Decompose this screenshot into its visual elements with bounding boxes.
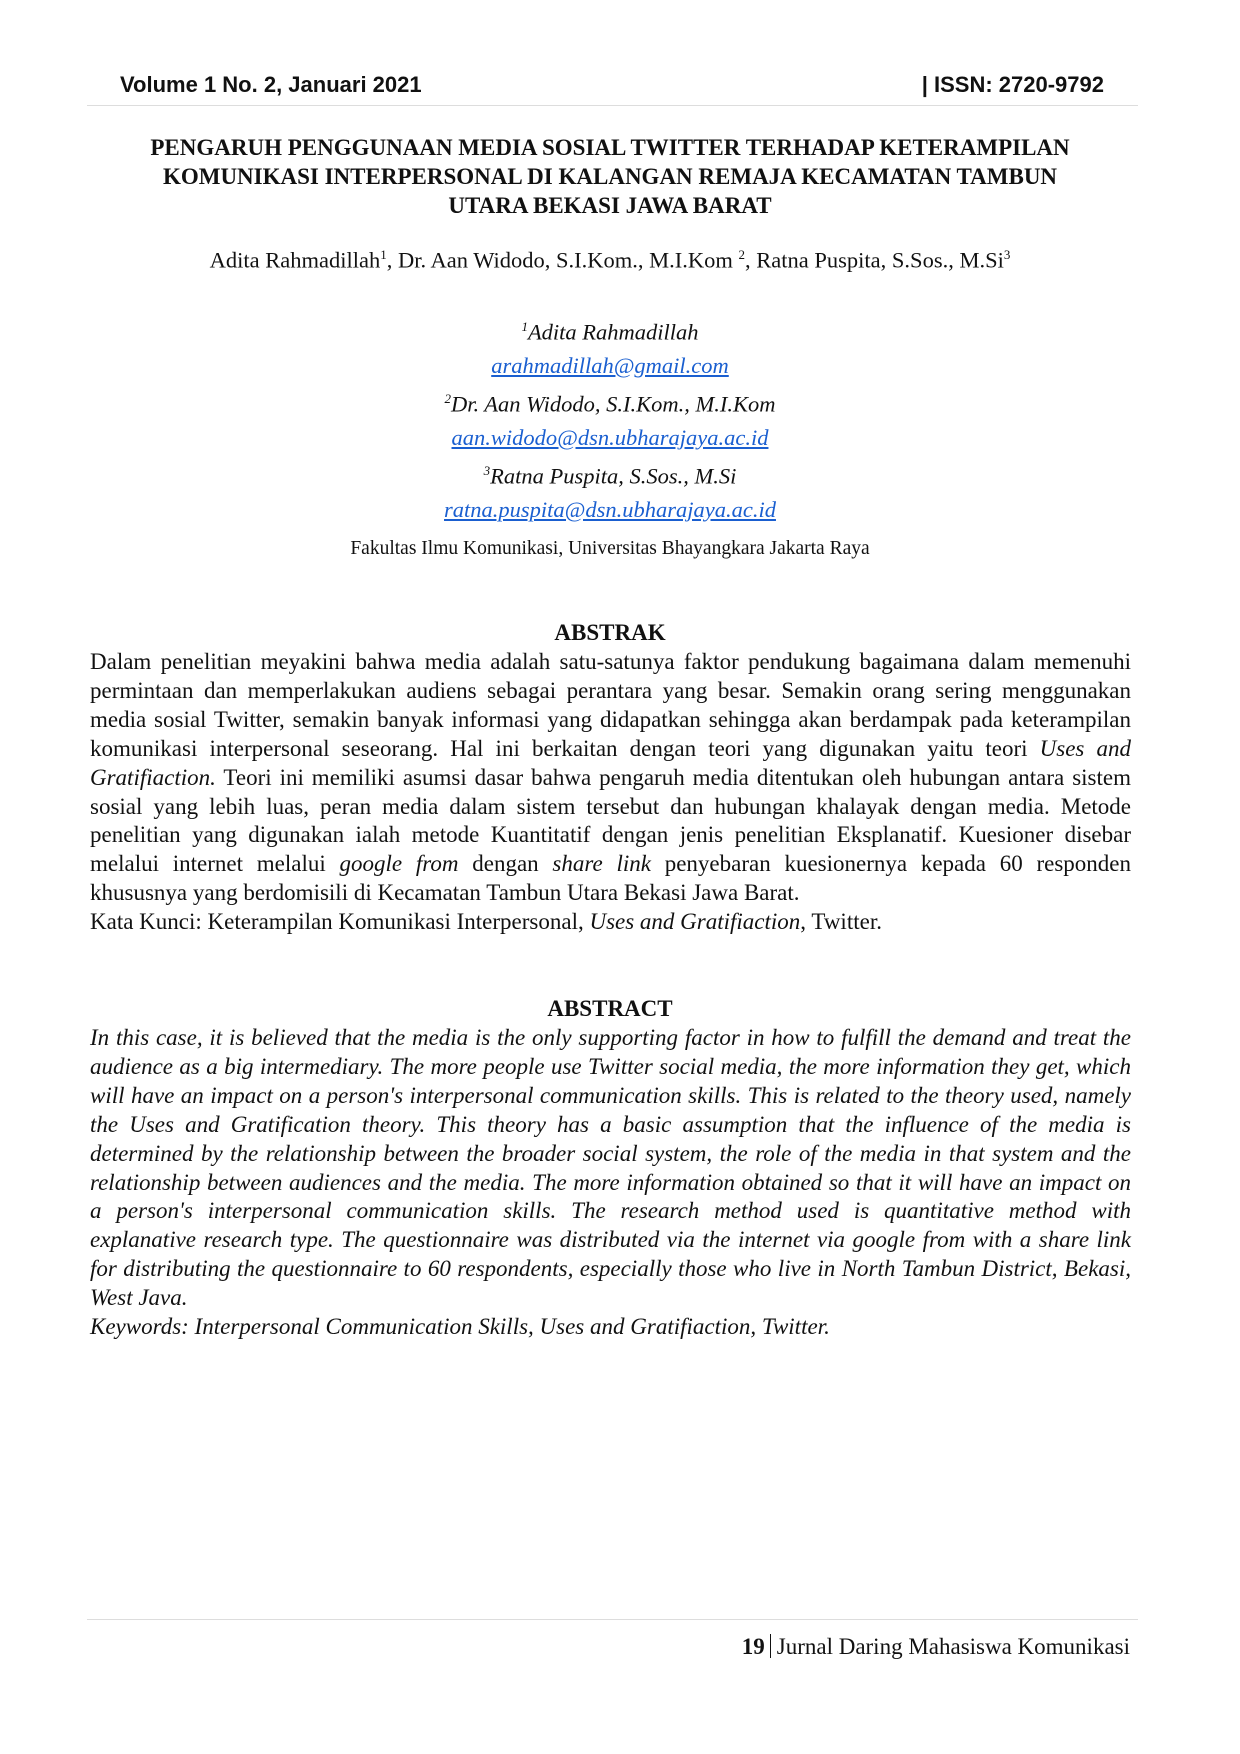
author-name: Dr. Aan Widodo, S.I.Kom., M.I.Kom [397,247,739,273]
author-name: Adita Rahmadillah [209,247,381,273]
divider [769,1634,771,1658]
sep: , [386,247,398,273]
title-line: PENGARUH PENGGUNAAN MEDIA SOSIAL TWITTER… [150,135,1070,160]
text: penyebaran kuesionernya kepada 60 respon… [90,851,1132,906]
affiliation: Fakultas Ilmu Komunikasi, Universitas Bh… [350,538,870,559]
text: , Twitter. [800,909,882,935]
text: Uses and Gratifiaction. [90,735,1131,790]
abstract-heading: ABSTRACT [547,996,673,1021]
author-list: Adita Rahmadillah1, Dr. Aan Widodo, S.I.… [90,247,1130,274]
author-sup: 1 [380,247,387,262]
title-line: KOMUNIKASI INTERPERSONAL DI KALANGAN REM… [162,164,1058,189]
footer-divider [87,1619,1138,1620]
contact-sup: 2 [444,390,451,406]
abstract-body: In this case, it is believed that the me… [90,1024,1131,1342]
page-number: 19 [741,1634,765,1659]
text: share link [552,851,651,877]
page-footer: 19 Jurnal Daring Mahasiswa Komunikasi [742,1634,1130,1660]
contact-name: 3Ratna Puspita, S.Sos., M.Si [90,454,1130,493]
text: dengan [458,851,553,877]
contact-sup: 3 [483,462,491,478]
contact-name: 2Dr. Aan Widodo, S.I.Kom., M.I.Kom [90,382,1130,421]
title-line: UTARA BEKASI JAWA BARAT [448,193,772,218]
email-link[interactable]: aan.widodo@dsn.ubharajaya.ac.id [451,424,769,450]
contact-sup: 1 [521,319,528,334]
contact-name-text: Adita Rahmadillah [527,319,699,345]
journal-name: Jurnal Daring Mahasiswa Komunikasi [776,1634,1130,1659]
abstrak-body: Dalam penelitian meyakini bahwa media ad… [90,648,1131,937]
author-sup: 3 [1003,247,1011,262]
email-link[interactable]: ratna.puspita@dsn.ubharajaya.ac.id [444,496,776,522]
sep: , [745,247,757,273]
author-contacts: 1Adita Rahmadillah arahmadillah@gmail.co… [90,310,1130,526]
text: Kata Kunci: Keterampilan Komunikasi Inte… [90,909,590,935]
journal-volume: Volume 1 No. 2, Januari 2021 [120,72,422,97]
contact-name-text: Dr. Aan Widodo, S.I.Kom., M.I.Kom [450,391,776,417]
author-name: Ratna Puspita, S.Sos., M.Si [756,247,1004,273]
paper-title: PENGARUH PENGGUNAAN MEDIA SOSIAL TWITTER… [90,133,1130,220]
contact-name: 1Adita Rahmadillah [90,310,1130,349]
contact-name-text: Ratna Puspita, S.Sos., M.Si [490,463,737,489]
journal-issn: | ISSN: 2720-9792 [921,72,1104,97]
text: Dalam penelitian meyakini bahwa media ad… [90,649,1131,761]
header-divider [87,105,1138,106]
kata-kunci: Kata Kunci: Keterampilan Komunikasi Inte… [90,908,1131,937]
text: google from [339,851,459,877]
abstract-text: In this case, it is believed that the me… [90,1025,1131,1311]
text: Uses and Gratifiaction [589,909,801,935]
abstrak-heading: ABSTRAK [554,620,666,645]
author-sup: 2 [738,247,746,262]
keywords: Keywords: Interpersonal Communication Sk… [90,1314,830,1340]
text: Teori ini memiliki asumsi dasar bahwa pe… [90,764,1131,877]
email-link[interactable]: arahmadillah@gmail.com [491,352,729,378]
